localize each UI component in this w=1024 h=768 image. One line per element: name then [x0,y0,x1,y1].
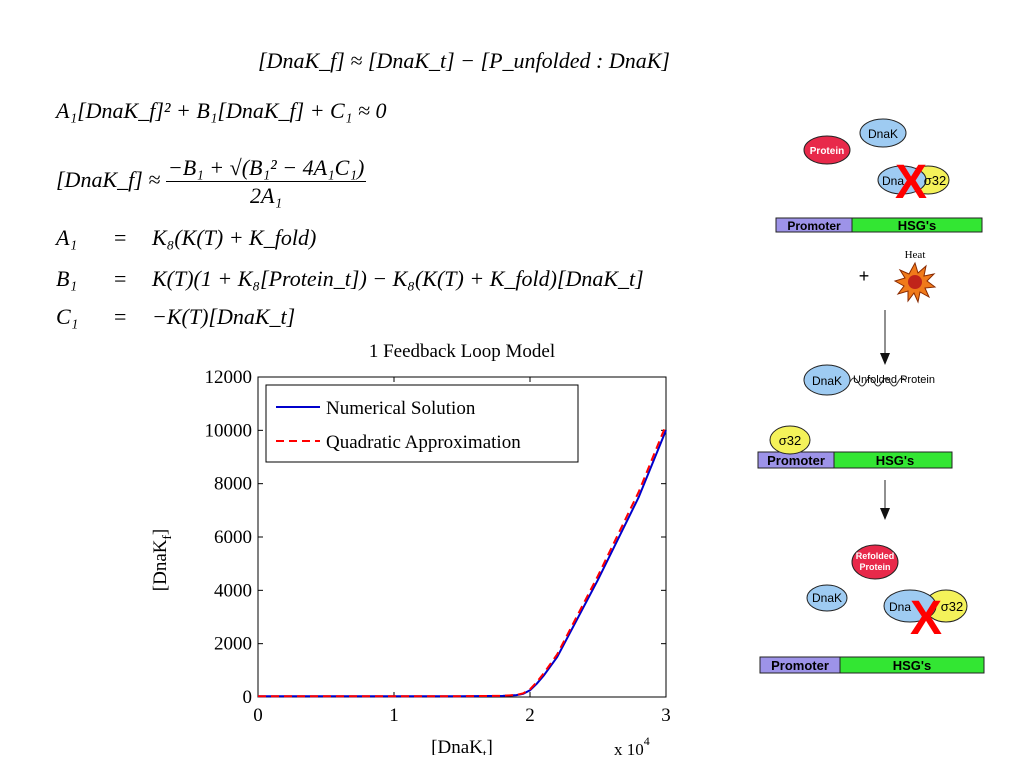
dnak-unfolded-ellipse [803,364,851,396]
promoter-label: Promoter [787,219,841,233]
chart-title: 1 Feedback Loop Model [369,341,555,362]
protein-ellipse [803,135,851,165]
arrow-1-head [880,353,890,365]
dnak-bound-stage3-ellipse [883,589,937,623]
hsgs-bar [851,217,983,233]
dnak-bound-label: Dna [882,174,904,188]
legend-label-quadratic: Quadratic Approximation [326,432,521,453]
heat-core [908,275,922,289]
heat-shock-diagram: Protein DnaK Dna σ32 X Promoter HSG's + … [757,118,985,674]
hsgs-label: HSG's [898,218,937,233]
refolded-label-1: Refolded [856,551,895,561]
protein-label: Protein [810,146,844,157]
dnak-label: DnaK [868,127,898,141]
x-tick-label: 3 [661,705,671,726]
y-tick-label: 12000 [205,367,253,388]
y-axis-label: [DnaKf] [150,529,174,591]
y-tick-label: 4000 [214,580,252,601]
x-axis-label: [DnaKt] [431,737,493,755]
x-tick-label: 2 [525,705,535,726]
stage-1-inactive: Protein DnaK Dna σ32 X Promoter HSG's [775,118,983,233]
y-tick-label: 10000 [205,420,253,441]
stage-3-recovery: Refolded Protein DnaK Dna σ32 X Promoter… [759,544,985,674]
unfolded-chain [849,377,907,387]
x-tick-label: 0 [253,705,263,726]
hsgs-bar-2 [833,451,953,469]
dnak-stage2-label: DnaK [812,374,842,388]
feedback-loop-chart: 1 Feedback Loop Model 0 1 2 3 0 2000 4000 6000 8… [150,341,671,755]
sigma32-stage2-label: σ32 [779,433,801,448]
plus-sign: + [859,266,870,286]
refolded-label-2: Protein [859,562,890,572]
equation-dnak-free: [DnaK_f] ≈ [DnaK_t] − [P_unfolded : DnaK… [258,48,670,73]
y-tick-label: 0 [243,687,253,708]
unfolded-protein-label: Unfolded Protein [853,374,935,386]
heat-label: Heat [905,249,926,261]
dnak-ellipse [859,118,907,148]
x-tick-label: 1 [389,705,399,726]
hsgs-stage3-label: HSG's [893,658,932,673]
legend-label-numerical: Numerical Solution [326,398,476,419]
equation-a1: A₁=K₈(K(T) + K_fold) [56,225,317,250]
solution-fraction: −B₁ + √(B₁² − 4A₁C₁) 2A₁ [165,155,367,208]
legend: Numerical Solution Quadratic Approximati… [265,384,579,463]
stage-2-heat-shock: DnaK Unfolded Protein σ32 Promoter HSG's [757,364,953,520]
arrow-2-head [880,508,890,520]
dnak-bound-ellipse [877,165,927,195]
refolded-protein-ellipse [851,544,899,580]
hsgs-bar-3 [839,656,985,674]
series-line-quadratic [258,424,667,698]
promoter-stage3-label: Promoter [771,658,829,673]
dnak-free-ellipse [806,584,848,612]
equation-b1: B₁=K(T)(1 + K₈[Protein_t]) − K₈(K(T) + K… [56,266,644,291]
x-mark-1: X [895,156,927,209]
y-tick-label: 6000 [214,527,252,548]
dnak-bound-stage3-label: Dna [889,600,911,614]
heat-stimulus: + Heat [859,249,937,365]
x-mark-2: X [910,592,942,645]
sigma32-stage3-label: σ32 [941,599,963,614]
sigma32-label: σ32 [924,173,946,188]
sigma32-bound-ellipse [769,425,811,455]
hsgs-stage2-label: HSG's [876,453,915,468]
dnak-stage3-label: DnaK [812,591,842,605]
legend-box [265,384,579,463]
equation-quadratic: A₁[DnaK_f]² + B₁[DnaK_f] + C₁ ≈ 0 [56,98,387,123]
y-tick-label: 2000 [214,634,252,655]
promoter-stage2-label: Promoter [767,453,825,468]
equation-solution: [DnaK_f] ≈ −B₁ + √(B₁² − 4A₁C₁) 2A₁ [56,155,367,208]
equation-c1: C₁=−K(T)[DnaK_t] [56,304,296,329]
y-tick-label: 8000 [214,474,252,495]
x-axis-multiplier: x 104 [614,734,650,755]
